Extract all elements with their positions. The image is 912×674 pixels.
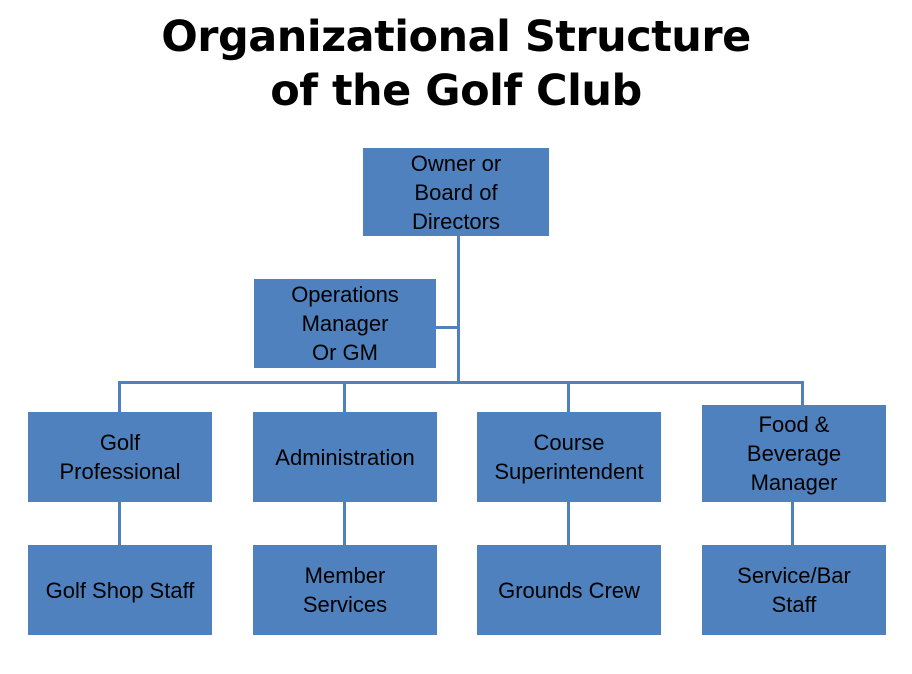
org-node-service-bar-staff[interactable]: Service/Bar Staff [702, 545, 886, 635]
org-node-golf-professional[interactable]: Golf Professional [28, 412, 212, 502]
org-node-golf-shop-staff-label: Golf Shop Staff [45, 577, 195, 603]
connector-food-beverage-manager-to-service-bar-staff [791, 502, 794, 545]
connector-administration-to-member-services [343, 502, 346, 545]
connector-drop-course-superintendent [567, 381, 570, 412]
org-node-owner-label: Owner or Board of Directors [410, 150, 502, 234]
org-node-member-services[interactable]: Member Services [253, 545, 437, 635]
org-node-course-superintendent-label: Course Superintendent [494, 430, 644, 484]
org-node-course-superintendent[interactable]: Course Superintendent [477, 412, 661, 502]
connector-department-bus [118, 381, 804, 384]
org-node-operations-manager-label: Operations Manager Or GM [291, 282, 399, 365]
org-node-food-beverage-manager[interactable]: Food & Beverage Manager [702, 405, 886, 502]
org-node-grounds-crew-label: Grounds Crew [498, 577, 640, 603]
connector-owner-trunk [457, 236, 460, 384]
connector-operations-manager-stub [435, 326, 459, 329]
org-node-food-beverage-manager-label: Food & Beverage Manager [746, 412, 842, 495]
page-title-line-1: Organizational Structure [161, 12, 751, 62]
org-node-owner[interactable]: Owner or Board of Directors [363, 148, 549, 236]
connector-course-superintendent-to-grounds-crew [567, 502, 570, 545]
connector-drop-food-beverage-manager [801, 381, 804, 405]
page-title: Organizational Structure of the Golf Clu… [0, 10, 912, 118]
org-node-administration-label: Administration [275, 444, 415, 470]
org-node-service-bar-staff-label: Service/Bar Staff [737, 563, 851, 617]
org-node-grounds-crew[interactable]: Grounds Crew [477, 545, 661, 635]
org-node-golf-shop-staff[interactable]: Golf Shop Staff [28, 545, 212, 635]
connector-drop-golf-professional [118, 381, 121, 412]
connector-golf-professional-to-golf-shop-staff [118, 502, 121, 545]
org-node-golf-professional-label: Golf Professional [59, 430, 181, 484]
org-node-administration[interactable]: Administration [253, 412, 437, 502]
org-node-operations-manager[interactable]: Operations Manager Or GM [254, 279, 436, 368]
org-node-member-services-label: Member Services [302, 563, 388, 617]
page-title-line-2: of the Golf Club [270, 66, 642, 116]
connector-drop-administration [343, 381, 346, 412]
